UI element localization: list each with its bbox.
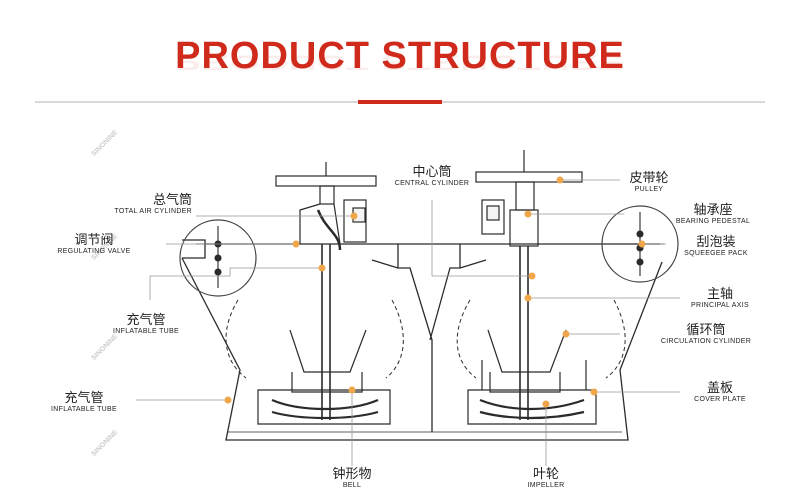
tank-body bbox=[181, 257, 663, 441]
label-central-cylinder: 中心筒 CENTRAL CYLINDER bbox=[394, 164, 470, 187]
left-mechanism bbox=[257, 162, 391, 425]
label-squeegee-pack: 刮泡装 SQUEEGEE PACK bbox=[684, 234, 748, 257]
right-motor bbox=[481, 199, 505, 235]
label-total-air-cylinder: 总气筒 TOTAL AIR CYLINDER bbox=[114, 192, 192, 215]
right-pulley bbox=[475, 171, 583, 183]
label-impeller: 叶轮 IMPELLER bbox=[527, 466, 565, 489]
label-cover-plate: 盖板 COVER PLATE bbox=[694, 380, 746, 403]
label-bell: 钟形物 BELL bbox=[332, 466, 372, 489]
label-inflatable-tube-lower: 充气管 INFLATABLE TUBE bbox=[51, 390, 117, 413]
label-principal-axis: 主轴 PRINCIPAL AXIS bbox=[691, 286, 749, 309]
leader-lines bbox=[136, 179, 680, 466]
left-detail-circle bbox=[179, 219, 257, 297]
left-tank-lip bbox=[182, 239, 206, 259]
right-mechanism bbox=[467, 150, 597, 425]
callout-dots bbox=[224, 176, 646, 408]
title-accent-bar bbox=[358, 100, 442, 104]
page-title: PRODUCT STRUCTURE bbox=[175, 35, 625, 77]
label-bearing-pedestal: 轴承座 BEARING PEDESTAL bbox=[675, 202, 751, 225]
left-pulley bbox=[275, 175, 377, 187]
right-detail-circle bbox=[601, 205, 679, 283]
label-circulation-cylinder: 循环筒 CIRCULATION CYLINDER bbox=[660, 322, 752, 345]
label-pulley: 皮带轮 PULLEY bbox=[629, 170, 669, 193]
center-divider bbox=[397, 244, 433, 432]
right-bearing bbox=[515, 181, 535, 211]
left-motor bbox=[343, 199, 367, 243]
label-inflatable-tube-upper: 充气管 INFLATABLE TUBE bbox=[113, 312, 179, 335]
label-regulating-valve: 调节阀 REGULATING VALVE bbox=[57, 232, 131, 255]
